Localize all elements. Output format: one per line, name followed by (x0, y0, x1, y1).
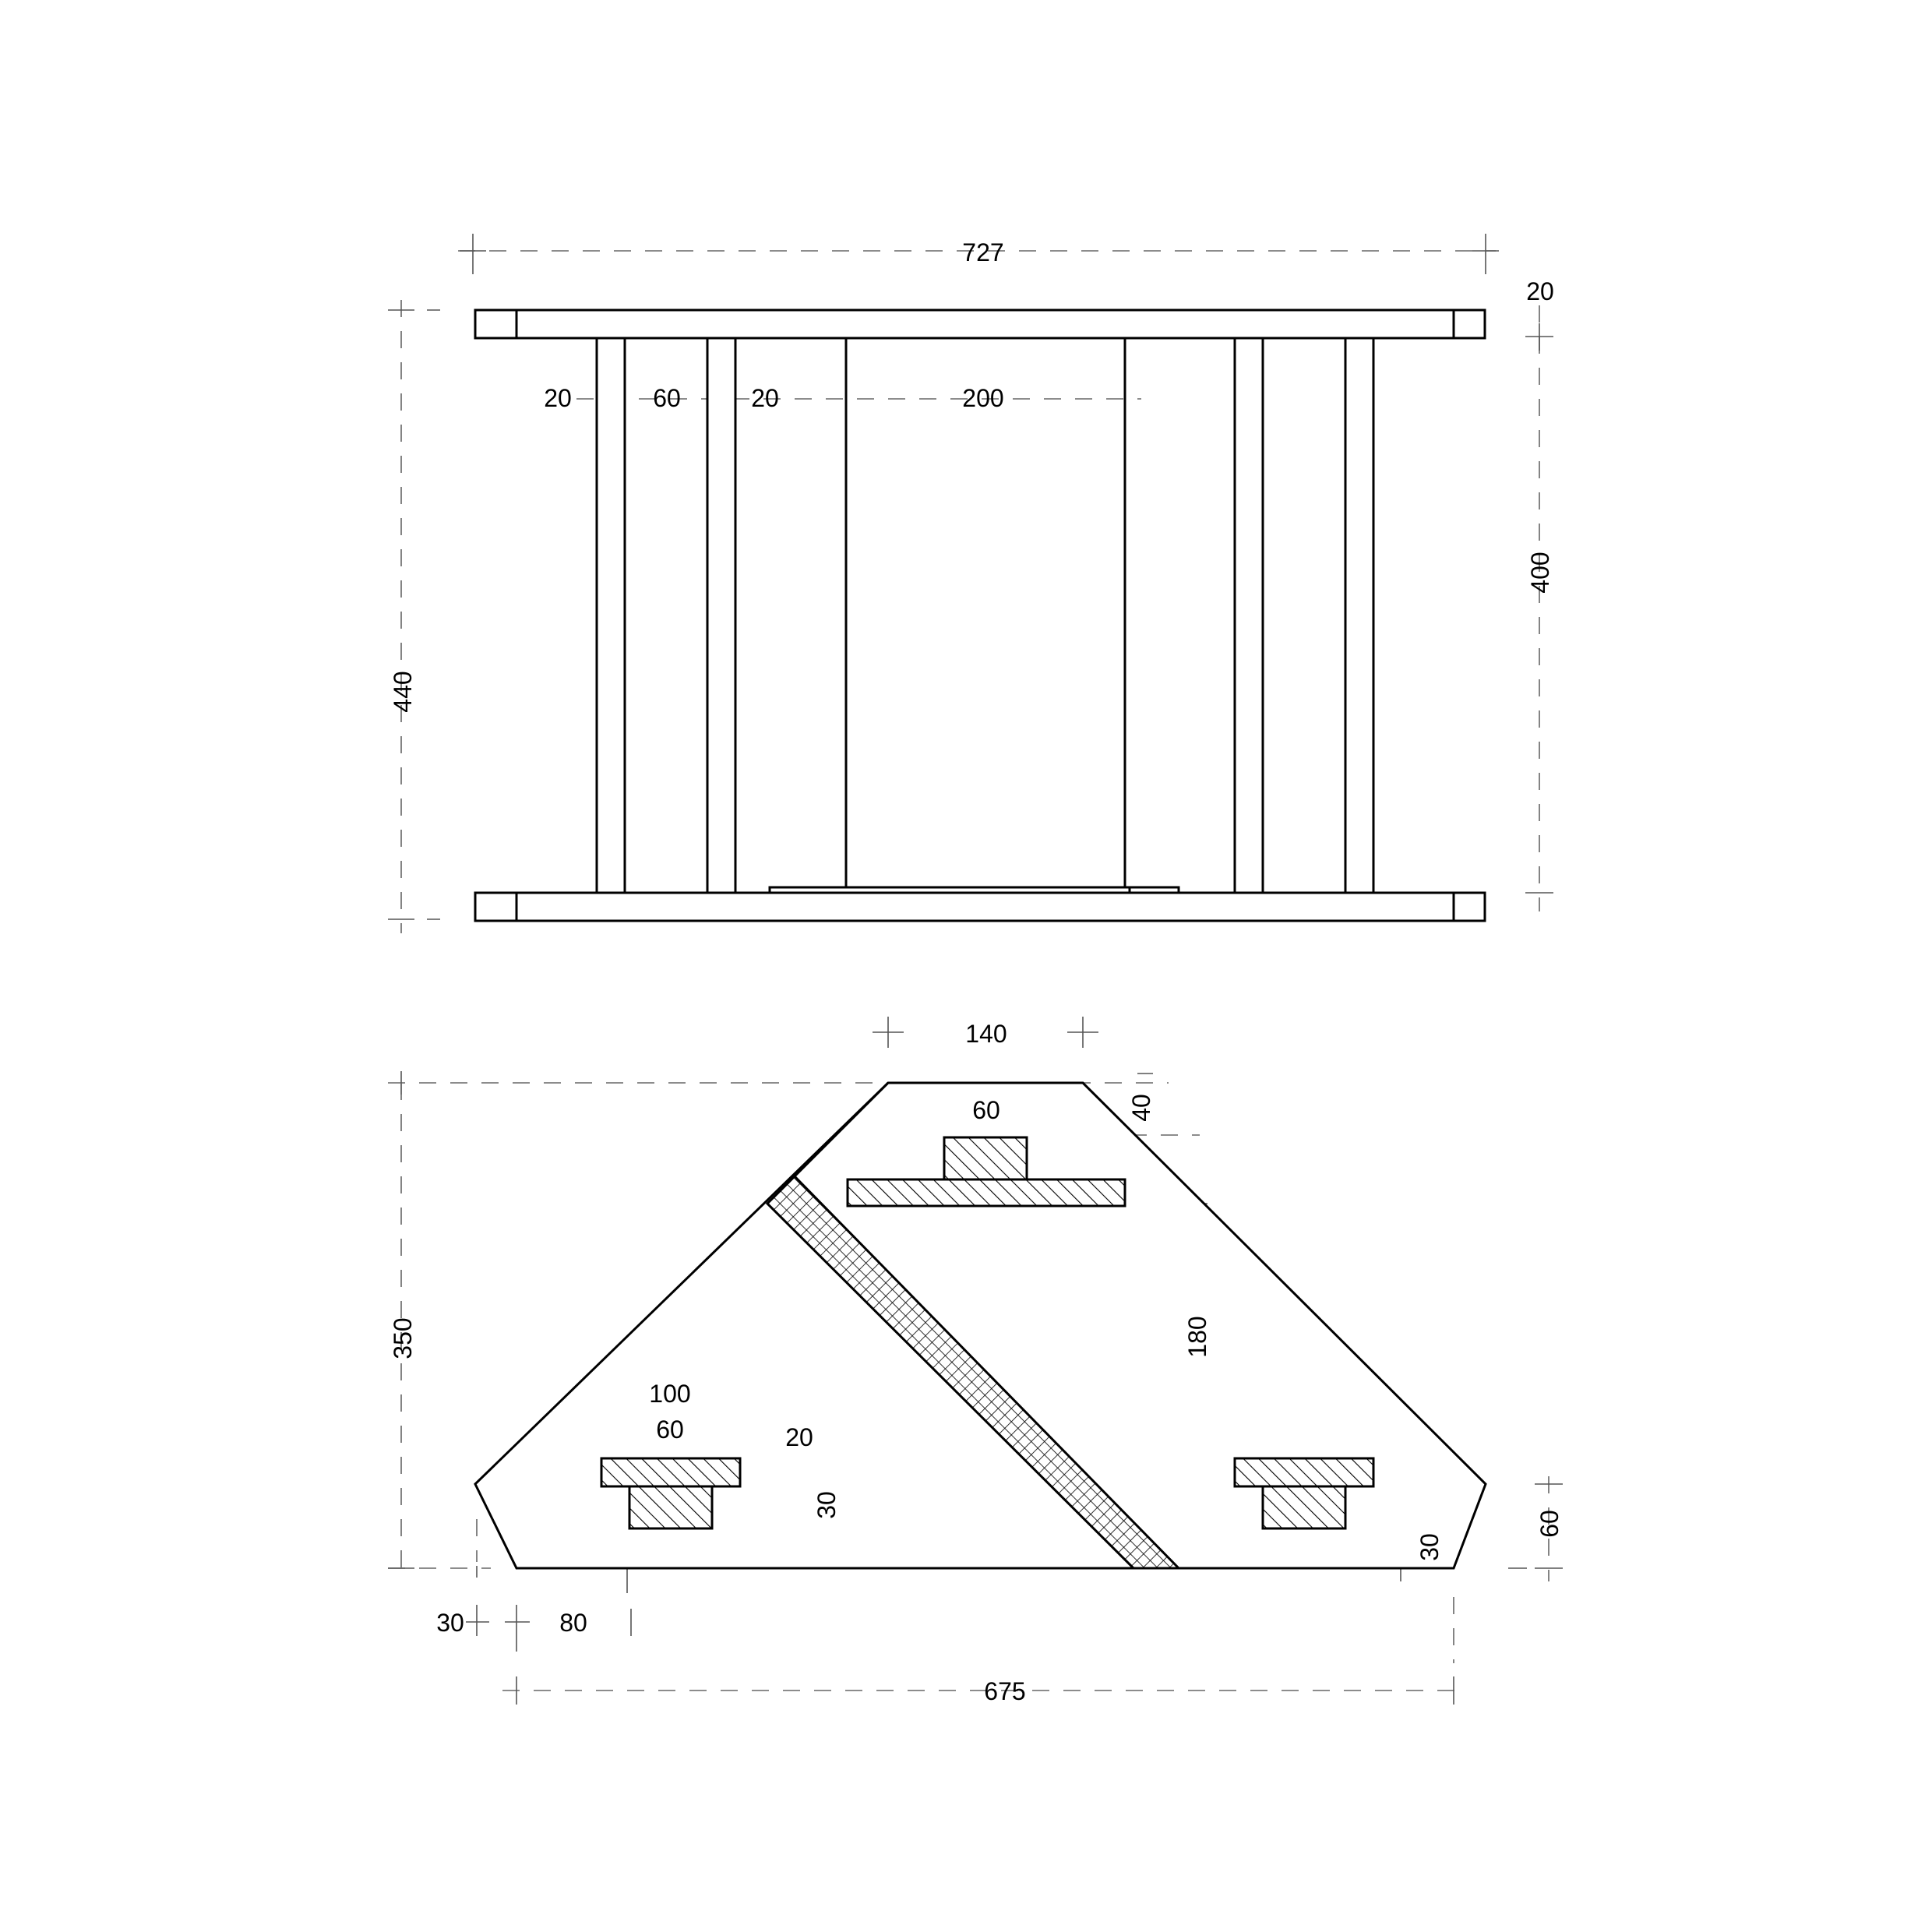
elevation-view: 727 20 20 60 20 200 440 400 (388, 234, 1554, 933)
plan-view: 140 60 40 350 180 100 60 20 30 60 30 30 … (388, 1017, 1564, 1705)
table-legs (595, 337, 1375, 894)
dim-top-offset: 40 (1127, 1094, 1155, 1122)
dim-overall-depth: 350 (389, 1317, 417, 1359)
dim-cleat-inner-width: 60 (656, 1416, 684, 1444)
dim-leg-right: 20 (751, 384, 779, 412)
dim-overall-width: 727 (962, 238, 1003, 266)
dim-inner-height: 400 (1526, 552, 1554, 593)
dim-right-edge-height: 60 (1535, 1510, 1564, 1538)
dim-leg-gap: 60 (653, 384, 681, 412)
dim-cleat-setback: 80 (559, 1609, 587, 1637)
dim-top-width: 140 (965, 1020, 1007, 1048)
dim-corner-chamfer: 30 (436, 1609, 464, 1637)
diagonal-joint-strip (765, 1174, 1182, 1570)
dim-overall-width: 675 (984, 1677, 1025, 1705)
dim-cleat-height: 30 (813, 1491, 841, 1519)
dim-top-thickness: 20 (1526, 277, 1554, 305)
dim-cleat-flange: 20 (785, 1423, 813, 1451)
elevation-dimension-lines (388, 234, 1553, 933)
cleat-left (600, 1457, 742, 1530)
dim-leg-left: 20 (544, 384, 572, 412)
cleat-top (846, 1136, 1126, 1208)
table-base-board (474, 891, 1486, 922)
table-top-board (474, 308, 1486, 340)
table-top-outline (474, 1081, 1487, 1570)
dim-center-opening: 200 (962, 384, 1003, 412)
dim-cleat-width-top: 60 (972, 1096, 1000, 1124)
dim-diagonal-span: 180 (1183, 1316, 1211, 1357)
cleat-right (1233, 1457, 1375, 1530)
base-shelf (768, 886, 1180, 894)
dim-cleat-outer-width: 100 (649, 1380, 690, 1408)
dim-right-cleat-offset: 30 (1416, 1533, 1444, 1561)
dim-overall-height: 440 (389, 671, 417, 712)
